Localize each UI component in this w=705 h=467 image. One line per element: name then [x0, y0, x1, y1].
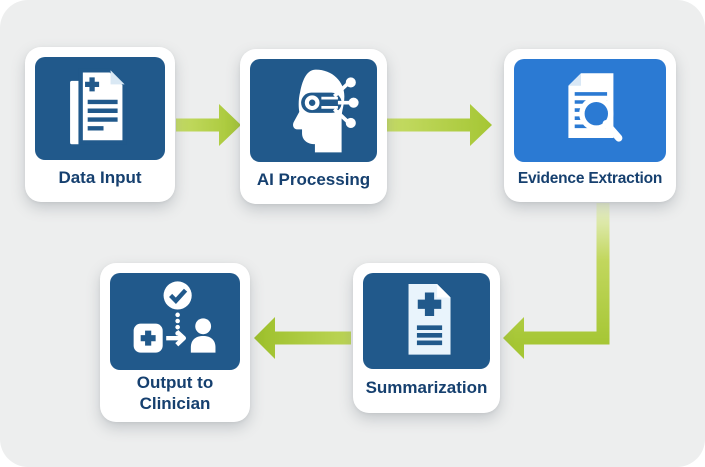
stacked-documents-icon [70, 67, 127, 145]
node-card-ai-processing: AI Processing [240, 49, 387, 204]
node-card-data-input: Data Input [25, 47, 175, 202]
node-card-evidence-extraction: Evidence Extraction [504, 49, 676, 202]
node-tile [35, 57, 165, 160]
node-label: Output to Clinician [136, 372, 214, 413]
node-label: Evidence Extraction [517, 170, 663, 188]
node-label: AI Processing [256, 170, 371, 190]
node-label: Data Input [58, 168, 142, 188]
node-label: Summarization [365, 378, 488, 398]
node-tile [110, 273, 240, 370]
node-card-summarization: Summarization [353, 263, 500, 413]
clinician-handoff-icon [133, 281, 216, 353]
node-tile [363, 273, 490, 369]
node-tile [250, 59, 377, 162]
node-card-output-to-clinician: Output to Clinician [100, 263, 250, 422]
medical-document-icon [408, 284, 451, 355]
node-tile [514, 59, 666, 162]
ai-head-circuit-icon [292, 69, 359, 152]
document-magnifier-icon [568, 72, 623, 142]
